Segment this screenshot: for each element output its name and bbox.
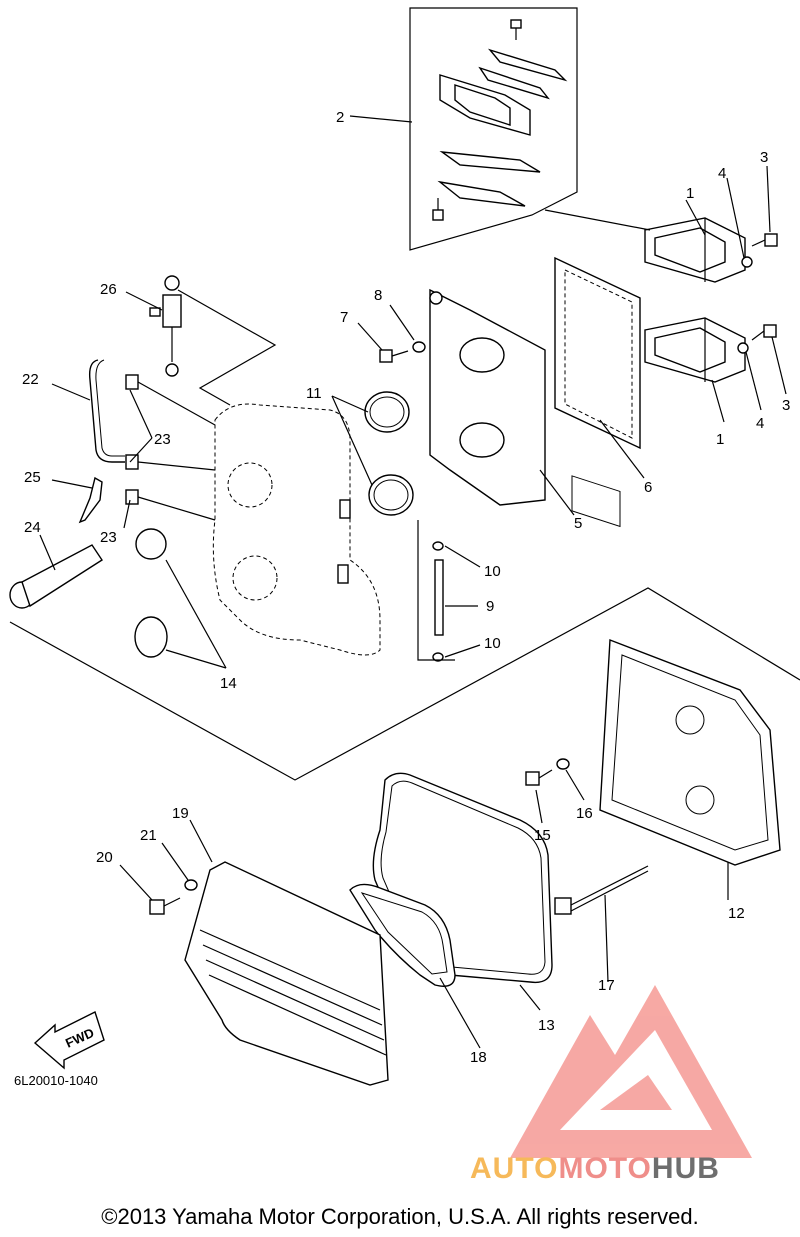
watermark-text-hub: HUB (651, 1152, 720, 1185)
hose-clamp-23 (125, 374, 139, 505)
link-rod-26 (149, 275, 182, 377)
o-ring-14-upper (135, 528, 167, 560)
callout-20: 20 (96, 849, 113, 866)
callout-labels: 1 1 2 3 3 4 4 5 6 7 8 9 10 10 11 12 13 1… (22, 109, 790, 1066)
callout-5: 5 (574, 515, 582, 532)
callout-14: 14 (220, 675, 237, 692)
copyright-notice: ©2013 Yamaha Motor Corporation, U.S.A. A… (101, 1204, 699, 1229)
exhaust-outer-cover (184, 861, 389, 1086)
callout-16: 16 (576, 805, 593, 822)
callout-25: 25 (24, 469, 41, 486)
washer-4-lower (737, 342, 749, 354)
callout-12: 12 (728, 905, 745, 922)
bolt-7 (379, 349, 409, 363)
pin-9 (434, 559, 444, 636)
callout-19: 19 (172, 805, 189, 822)
watermark-text-moto: MOTO (558, 1152, 652, 1185)
callout-13: 13 (538, 1017, 555, 1034)
intake-gasket-6 (554, 256, 641, 528)
callout-6: 6 (644, 479, 652, 496)
washer-8 (412, 341, 426, 353)
callout-22: 22 (22, 371, 39, 388)
screw-3-upper (751, 233, 778, 247)
fwd-arrow-icon: FWD (33, 1011, 105, 1070)
callout-15: 15 (534, 827, 551, 844)
callout-9: 9 (486, 598, 494, 615)
callout-21: 21 (140, 827, 157, 844)
callout-10-lower: 10 (484, 635, 501, 652)
automotohub-watermark: AUTOMOTOHUB (470, 1152, 720, 1186)
o-ring-14-lower (134, 616, 168, 658)
callout-11: 11 (306, 385, 322, 402)
exhaust-inner-cover-12 (599, 639, 781, 866)
bolt-15 (525, 769, 553, 786)
washer-21 (184, 879, 198, 891)
callout-3-lower: 3 (782, 397, 790, 414)
gasket-18 (349, 883, 456, 987)
callout-1-lower: 1 (716, 431, 724, 448)
callout-26: 26 (100, 281, 117, 298)
diagram-code: 6L20010-1040 (14, 1073, 98, 1088)
reed-valve-detail-box (409, 7, 578, 251)
carburetor-phantom (212, 403, 381, 656)
callout-3-upper: 3 (760, 149, 768, 166)
bolt-20 (149, 897, 181, 915)
callout-10-upper: 10 (484, 563, 501, 580)
callout-8: 8 (374, 287, 382, 304)
callout-4-upper: 4 (718, 165, 726, 182)
watermark-text-auto: AUTO (470, 1152, 559, 1185)
callout-24: 24 (24, 519, 41, 536)
reed-valve-assembly-lower (644, 317, 746, 383)
clamp-ring-11 (364, 391, 414, 516)
callout-18: 18 (470, 1049, 487, 1066)
automotohub-triangle-logo (510, 985, 752, 1158)
clip-10-upper (432, 541, 444, 551)
callout-1-upper: 1 (686, 185, 694, 202)
callout-4-lower: 4 (756, 415, 764, 432)
choke-knob-24 (9, 544, 103, 609)
screw-3-lower (751, 324, 777, 341)
intake-manifold-5 (429, 288, 546, 506)
washer-16 (556, 758, 570, 770)
callout-2: 2 (336, 109, 344, 126)
long-bolt-17 (554, 865, 649, 915)
callout-7: 7 (340, 309, 348, 326)
clip-10-lower (432, 652, 444, 662)
callout-17: 17 (598, 977, 615, 994)
reed-valve-assembly-upper (644, 217, 746, 283)
leader-lines (39, 115, 787, 1049)
callout-23-upper: 23 (154, 431, 171, 448)
washer-4-upper (741, 256, 753, 268)
callout-23-lower: 23 (100, 529, 117, 546)
